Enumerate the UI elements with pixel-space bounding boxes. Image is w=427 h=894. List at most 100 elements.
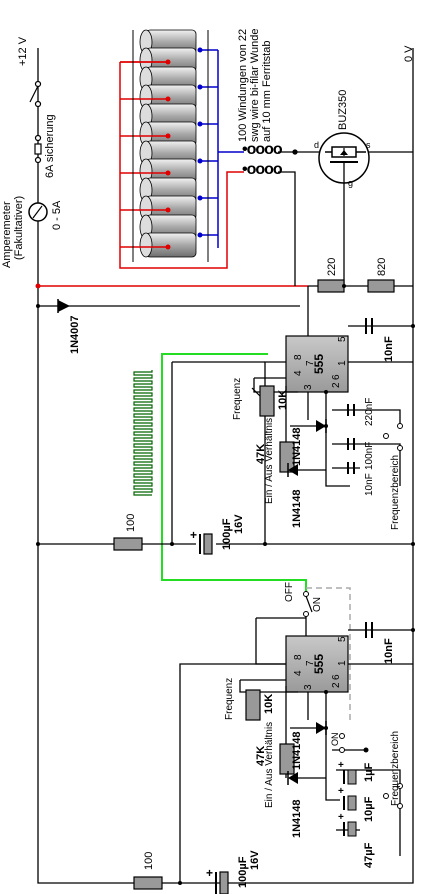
ic-top (285, 335, 349, 393)
svg-text:1: 1 (337, 360, 348, 366)
ic-bottom-pot-freq-label: Frequenz (224, 678, 235, 720)
feed-top-cap-voltage: 16V (233, 514, 245, 534)
svg-text:1: 1 (337, 660, 348, 666)
svg-text:+: + (338, 786, 344, 797)
coil-top-winding: •oooo (242, 141, 283, 158)
ic-top-pot-freq-label: Frequenz (232, 378, 243, 420)
ic-bottom-switch2 (339, 733, 369, 753)
gate-resistors (307, 279, 413, 334)
resistor-220-label: 220 (326, 258, 338, 276)
ic-top-range-cap1: 220nF (364, 398, 375, 426)
svg-text:+: + (190, 528, 197, 542)
fuse-label: 6A sicherung (44, 114, 56, 178)
mosfet (318, 132, 370, 286)
ic-top-range-cap3: 10nF (364, 473, 375, 496)
svg-text:2: 2 (331, 682, 342, 688)
ammeter-note: (Fakultativer) (13, 196, 25, 260)
ic-bottom-pins: 4 8 7 6 2 3 1 5 (293, 636, 348, 690)
feed-top: + (36, 528, 415, 555)
battery-cell (139, 47, 197, 73)
battery-wiring-black (132, 30, 209, 262)
ic-bottom-pot-ratio-value: 47K (255, 746, 267, 766)
feed-top-cap-value: 100µF (221, 518, 233, 550)
ammeter-range: 0 - 5A (51, 200, 63, 230)
svg-text:2: 2 (331, 382, 342, 388)
svg-text:4: 4 (293, 370, 304, 376)
svg-text:8: 8 (293, 654, 304, 660)
ic-bottom-pot-ratio-label: Ein / Aus Verhältnis (264, 722, 275, 808)
ic-top-range-label: Frequenzbereich (390, 455, 401, 530)
ic-bottom-switch (303, 587, 351, 720)
green-signal-wire (161, 353, 307, 592)
coil-line3: auf 10 mm Ferritstab (261, 41, 273, 142)
resistor-820-label: 820 (376, 258, 388, 276)
mosfet-pin-d: d (314, 140, 319, 150)
ic-bottom-pot-freq (245, 689, 261, 721)
ic-bottom-range-label: Frequenzbereich (390, 731, 401, 806)
main-switch (29, 80, 42, 108)
ic-bottom (285, 635, 349, 693)
ic-top-pins: 4 8 7 6 2 3 1 5 (293, 336, 348, 390)
feed-bottom-resistor-label: 100 (143, 852, 155, 870)
battery-wiring-blue (217, 50, 244, 248)
battery-wiring-red (38, 61, 308, 287)
ic-top-cap5 (365, 318, 415, 334)
svg-text:3: 3 (303, 684, 314, 690)
main-diode (35, 283, 300, 313)
ic-bottom-switch-off: OFF (284, 582, 295, 602)
ic-bottom-cap5 (365, 622, 415, 638)
ic-bottom-diode2-label: 1N4148 (291, 799, 303, 838)
feed-bottom: + (133, 866, 229, 894)
ammeter-name: Amperemeter (1, 201, 13, 268)
svg-text:+: + (206, 866, 213, 880)
ic-bottom-range-cap3: 47µF (363, 842, 375, 868)
ic-top-pot-freq (251, 385, 275, 417)
battery-cell (139, 121, 197, 147)
svg-text:6: 6 (331, 674, 342, 680)
svg-text:+: + (338, 812, 344, 823)
ic-bottom-range-cap1: 1µF (363, 763, 375, 782)
ic-top-range-cap2: 100nF (364, 442, 375, 470)
mosfet-name: BUZ350 (337, 90, 349, 130)
coil-bottom-winding: •oooo (242, 161, 283, 178)
ic-bottom-range-cap2: 10µF (363, 796, 375, 822)
ammeter (28, 202, 48, 222)
ic-bottom-range-caps: + + + (324, 690, 403, 837)
mosfet-pin-g: g (348, 178, 353, 188)
pulse-waveform (133, 370, 153, 496)
mosfet-pin-s: s (366, 140, 371, 150)
ic-top-range-caps (324, 390, 403, 474)
feed-top-resistor-label: 100 (125, 514, 137, 532)
fuse (34, 134, 42, 164)
svg-text:5: 5 (337, 636, 348, 642)
ic-top-pot-ratio (279, 441, 295, 473)
ic-top-cap5-label: 10nF (383, 336, 395, 362)
ic-top-diode2-label: 1N4148 (291, 489, 303, 528)
coil-line2: swg wire bi-filar Wunde (249, 28, 261, 142)
main-diode-label: 1N4007 (69, 315, 81, 354)
ic-bottom-pot-freq-value: 10K (263, 694, 275, 714)
ic-top-diode1-label: 1N4148 (291, 427, 303, 466)
coil-line1: 100 Windungen von 22 (237, 29, 249, 142)
battery-bank (120, 29, 218, 258)
ic-top-wiring (171, 325, 413, 544)
ic-bottom-wiring (179, 617, 413, 883)
battery-cell (139, 232, 197, 258)
supply-ground-label: 0 V (403, 45, 415, 62)
ic-bottom-label: 555 (312, 654, 326, 674)
ic-bottom-pot-ratio (279, 743, 295, 775)
supply-labels: +12 V 0 V (17, 36, 415, 66)
ic-top-pot-ratio-label: Ein / Aus Verhältnis (264, 418, 275, 504)
svg-text:+: + (338, 760, 344, 771)
svg-text:7: 7 (305, 660, 316, 666)
svg-text:8: 8 (293, 354, 304, 360)
battery-cell (139, 195, 197, 221)
supply-positive-label: +12 V (17, 36, 29, 66)
ic-top-label: 555 (312, 354, 326, 374)
svg-text:7: 7 (305, 360, 316, 366)
svg-text:3: 3 (303, 384, 314, 390)
svg-text:6: 6 (331, 374, 342, 380)
svg-text:4: 4 (293, 670, 304, 676)
ic-bottom-switch2-on: ON (330, 733, 340, 747)
